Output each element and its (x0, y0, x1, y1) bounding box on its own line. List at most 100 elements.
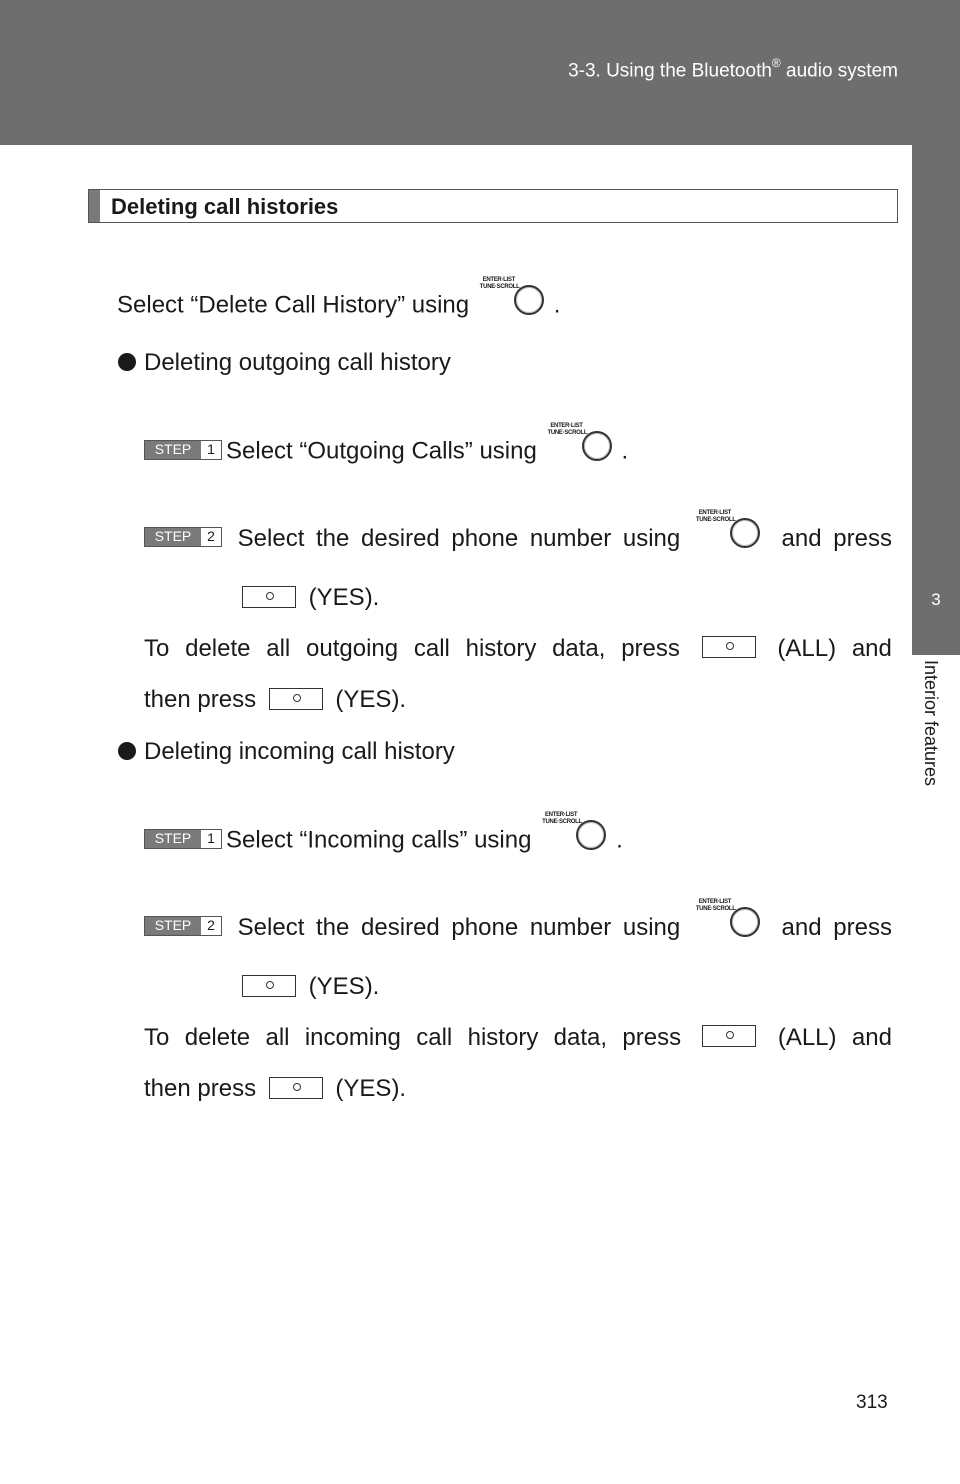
word: phone (451, 914, 519, 941)
step-word: STEP (145, 528, 201, 546)
key-dot (266, 980, 274, 989)
yes-key-icon (268, 1076, 323, 1099)
word: Select (237, 525, 305, 552)
incoming-step-2-cont: (YES). (236, 973, 379, 1001)
word: outgoing (306, 635, 399, 662)
word: delete (184, 1024, 251, 1051)
step-period: . (621, 437, 629, 465)
word: and (781, 914, 822, 941)
word: the (316, 914, 350, 941)
outgoing-note-line-1: To delete all outgoing call history data… (144, 635, 892, 663)
enter-list-knob-icon: ENTER·LIST TUNE·SCROLL (696, 899, 766, 941)
word: the (316, 525, 350, 552)
yes-text: (YES). (335, 1075, 407, 1102)
step-period: . (616, 826, 623, 854)
chapter-label-text: Interior features (921, 660, 941, 787)
side-tab-chapter-block (912, 145, 960, 655)
yes-text: (YES). (308, 973, 380, 1000)
enter-list-knob-icon: ENTER·LIST TUNE·SCROLL (696, 510, 766, 552)
word: call (413, 635, 450, 662)
note-text: then press (144, 686, 257, 713)
knob-caption: ENTER·LIST TUNE·SCROLL (547, 423, 588, 436)
bullet-icon (118, 352, 136, 371)
word: and (781, 525, 822, 552)
word: press (621, 635, 680, 662)
chapter-number: 3 (931, 590, 941, 609)
step-number: 1 (207, 441, 215, 457)
word: all (266, 635, 291, 662)
yes-text: (YES). (335, 686, 407, 713)
knob-dial (729, 907, 760, 937)
word: using (622, 914, 681, 941)
incoming-note-line-1: To delete all incoming call history data… (144, 1024, 892, 1052)
step-badge: STEP 2 (144, 527, 222, 547)
word: desired (361, 914, 440, 941)
intro-period: . (553, 291, 561, 319)
word: To (144, 1024, 170, 1051)
step-text: Select “Outgoing Calls” using (226, 437, 537, 465)
registered-mark: ® (771, 56, 781, 70)
step-word: STEP (145, 441, 201, 459)
word: data, (552, 635, 606, 662)
incoming-note-line-2: then press (YES). (144, 1075, 406, 1103)
yes-text: (YES). (308, 584, 380, 611)
word: (ALL) (777, 1024, 837, 1051)
step-badge: STEP 1 (144, 440, 222, 460)
step-badge: STEP 1 (144, 829, 222, 849)
knob-caption: ENTER·LIST TUNE·SCROLL (479, 277, 520, 290)
key-dot (292, 1082, 301, 1091)
step-word: STEP (145, 830, 201, 848)
word: number (529, 914, 612, 941)
incoming-heading-text: Deleting incoming call history (144, 738, 455, 765)
word: and (851, 635, 892, 662)
knob-dial (729, 518, 760, 548)
step-text: Select “Incoming calls” using (226, 826, 532, 854)
bullet-icon (118, 741, 136, 760)
word: all (265, 1024, 290, 1051)
chapter-label: Interior features (921, 660, 947, 830)
word: phone (451, 525, 519, 552)
knob-caption: ENTER·LIST TUNE·SCROLL (695, 899, 736, 912)
incoming-step-1: STEP 1 Select “Incoming calls” using ENTER… (144, 812, 623, 862)
key-dot (266, 591, 274, 600)
page-number: 313 (856, 1392, 888, 1413)
yes-key-icon (242, 585, 296, 608)
word: data, (553, 1024, 608, 1051)
word: (ALL) (777, 635, 837, 662)
knob-dial (581, 431, 612, 461)
word: using (622, 525, 681, 552)
word: delete (185, 635, 251, 662)
section-heading: Deleting call histories (88, 189, 898, 223)
enter-list-knob-icon: ENTER·LIST TUNE·SCROLL (548, 423, 618, 465)
knob-caption: ENTER·LIST TUNE·SCROLL (695, 510, 736, 523)
outgoing-note-line-2: then press (YES). (144, 686, 406, 714)
all-key-icon (702, 1025, 757, 1047)
knob-dial (576, 820, 607, 850)
word: To (144, 635, 170, 662)
header-title-suffix: audio system (780, 60, 898, 82)
step-number: 2 (207, 528, 215, 544)
word: history (467, 1024, 539, 1051)
outgoing-heading-text: Deleting outgoing call history (144, 349, 451, 376)
outgoing-step-1: STEP 1 Select “Outgoing Calls” using ENTER… (144, 423, 629, 473)
step-number: 2 (207, 917, 215, 933)
knob-caption: ENTER·LIST TUNE·SCROLL (542, 812, 582, 825)
step-number: 1 (207, 830, 215, 846)
header-title-text: 3-3. Using the Bluetooth (568, 60, 772, 82)
intro-line: Select “Delete Call History” using ENTER… (117, 277, 561, 327)
yes-key-icon (242, 974, 296, 997)
note-text: then press (144, 1075, 257, 1102)
intro-text: Select “Delete Call History” using (117, 291, 470, 319)
outgoing-heading: Deleting outgoing call history (118, 349, 451, 377)
all-key-icon (701, 636, 756, 658)
key-dot (726, 1031, 735, 1039)
key-dot (725, 642, 734, 650)
word: history (465, 635, 537, 662)
incoming-heading: Deleting incoming call history (118, 738, 455, 766)
word: incoming (304, 1024, 401, 1051)
word: press (833, 525, 892, 552)
word: press (833, 914, 892, 941)
